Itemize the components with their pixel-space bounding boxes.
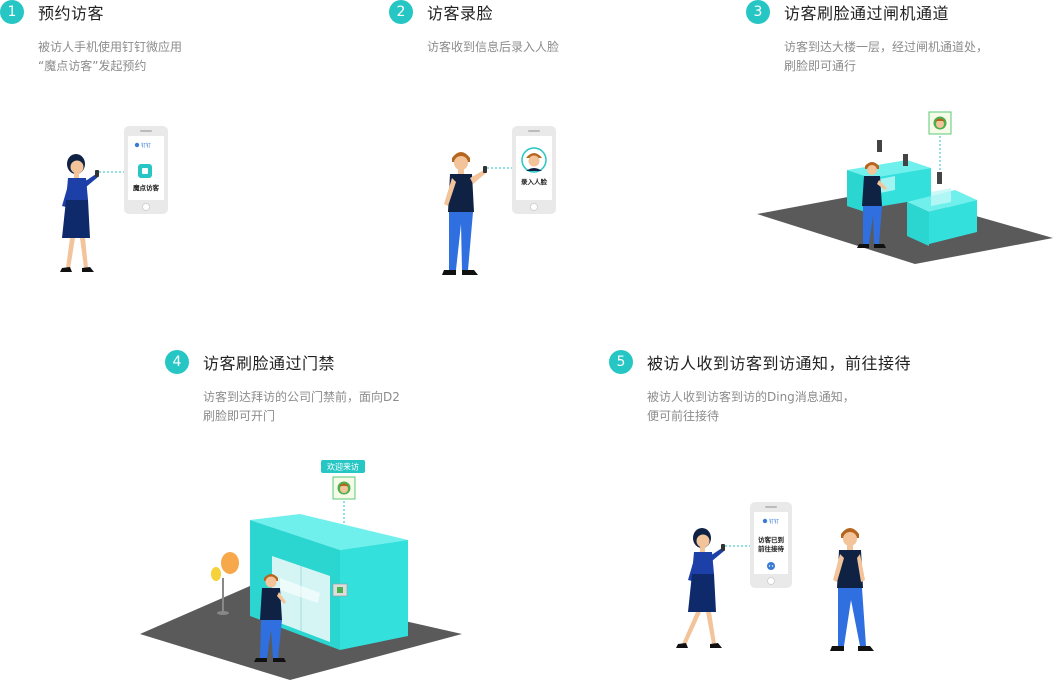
step-3-header: 3 访客刷脸通过闸机通道 bbox=[746, 0, 988, 24]
step-4-description: 访客到达拜访的公司门禁前，面向D2 刷脸即可开门 bbox=[203, 388, 400, 426]
step-2-header: 2 访客录脸 bbox=[389, 0, 559, 24]
step-4: 4 访客刷脸通过门禁 访客到达拜访的公司门禁前，面向D2 刷脸即可开门 bbox=[165, 350, 400, 426]
step-2-title: 访客录脸 bbox=[427, 4, 494, 23]
step-2: 2 访客录脸 访客收到信息后录入人脸 bbox=[389, 0, 559, 57]
step-3-title: 访客刷脸通过闸机通道 bbox=[784, 4, 950, 23]
woman-figure bbox=[60, 154, 99, 272]
floor bbox=[757, 190, 1053, 264]
step-5-description: 被访人收到访客到访的Ding消息通知， 便可前往接待 bbox=[647, 388, 911, 426]
step-1-desc-line-2: “魔点访客”发起预约 bbox=[38, 59, 147, 73]
door-frame bbox=[250, 514, 408, 650]
step-5-illustration: 钉钉 访客已到 前往接待 bbox=[676, 502, 874, 651]
welcome-sign-text: 欢迎来访 bbox=[327, 462, 359, 472]
step-3-desc-line-2: 刷脸即可通行 bbox=[784, 59, 857, 73]
step-1-desc-line-1: 被访人手机使用钉钉微应用 bbox=[38, 40, 183, 54]
step-2-illustration: 录入人脸 bbox=[442, 126, 556, 275]
plant bbox=[211, 552, 239, 615]
step-5-badge: 5 bbox=[609, 350, 633, 374]
step-2-desc-line-1: 访客收到信息后录入人脸 bbox=[427, 40, 560, 54]
phone-1: 钉钉 魔点访客 bbox=[124, 126, 168, 214]
face-recognition-icon bbox=[332, 476, 356, 500]
phone-5-label-line-1: 访客已到 bbox=[758, 535, 785, 544]
phone-1-logo: 钉钉 bbox=[141, 142, 151, 149]
step-3-badge: 3 bbox=[746, 0, 770, 24]
phone-2-label: 录入人脸 bbox=[521, 177, 548, 186]
step-5-desc-line-1: 被访人收到访客到访的Ding消息通知， bbox=[647, 390, 855, 404]
step-1-badge: 1 bbox=[0, 0, 24, 24]
man-at-door bbox=[254, 574, 286, 662]
phone-5-logo: 钉钉 bbox=[769, 518, 779, 525]
step-5: 5 被访人收到访客到访通知，前往接待 被访人收到访客到访的Ding消息通知， 便… bbox=[609, 350, 911, 426]
step-3: 3 访客刷脸通过闸机通道 访客到达大楼一层，经过闸机通道处， 刷脸即可通行 bbox=[746, 0, 988, 76]
woman-figure bbox=[676, 528, 725, 648]
step-1-description: 被访人手机使用钉钉微应用 “魔点访客”发起预约 bbox=[38, 38, 182, 76]
step-1-illustration: 钉钉 魔点访客 bbox=[60, 126, 168, 272]
man-figure bbox=[442, 152, 487, 275]
phone-5: 钉钉 访客已到 前往接待 bbox=[750, 502, 792, 588]
step-1-header: 1 预约访客 bbox=[0, 0, 182, 24]
step-5-desc-line-2: 便可前往接待 bbox=[647, 409, 720, 423]
step-5-title: 被访人收到访客到访通知，前往接待 bbox=[647, 354, 912, 373]
step-4-desc-line-2: 刷脸即可开门 bbox=[203, 409, 276, 423]
step-4-illustration: 欢迎来访 bbox=[140, 460, 462, 680]
step-3-illustration bbox=[757, 111, 1053, 264]
man-at-turnstile bbox=[857, 162, 887, 248]
face-recognition-icon bbox=[928, 111, 952, 135]
step-1: 1 预约访客 被访人手机使用钉钉微应用 “魔点访客”发起预约 bbox=[0, 0, 182, 76]
welcome-sign: 欢迎来访 bbox=[321, 460, 365, 473]
ding-message-icon bbox=[767, 562, 775, 570]
step-2-description: 访客收到信息后录入人脸 bbox=[427, 38, 559, 57]
step-2-badge: 2 bbox=[389, 0, 413, 24]
phone-2: 录入人脸 bbox=[512, 126, 556, 214]
step-5-header: 5 被访人收到访客到访通知，前往接待 bbox=[609, 350, 911, 374]
phone-1-label: 魔点访客 bbox=[132, 183, 160, 192]
step-3-desc-line-1: 访客到达大楼一层，经过闸机通道处， bbox=[784, 40, 989, 54]
step-4-badge: 4 bbox=[165, 350, 189, 374]
man-figure bbox=[830, 528, 874, 651]
step-4-title: 访客刷脸通过门禁 bbox=[203, 354, 336, 373]
step-3-description: 访客到达大楼一层，经过闸机通道处， 刷脸即可通行 bbox=[784, 38, 988, 76]
step-1-title: 预约访客 bbox=[38, 4, 105, 23]
step-4-desc-line-1: 访客到达拜访的公司门禁前，面向D2 bbox=[203, 390, 400, 404]
phone-5-label-line-2: 前往接待 bbox=[758, 544, 785, 553]
step-4-header: 4 访客刷脸通过门禁 bbox=[165, 350, 400, 374]
